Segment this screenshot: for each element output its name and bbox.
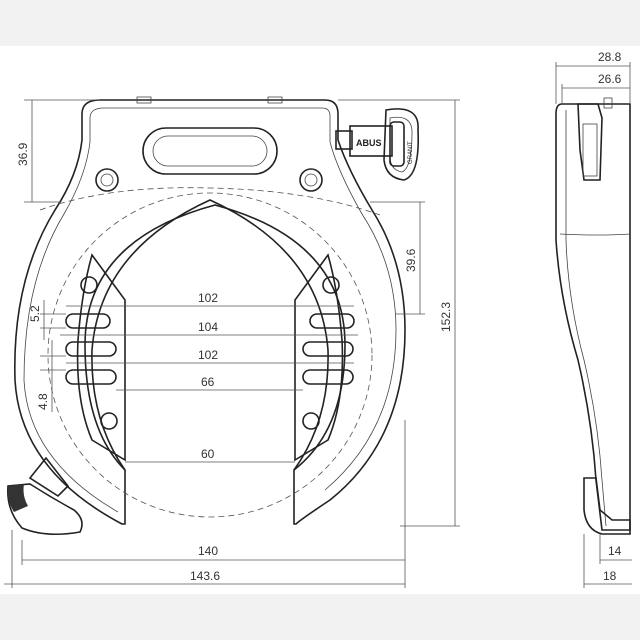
dim-label-4-8: 4.8 bbox=[36, 393, 50, 410]
dim-label-14: 14 bbox=[608, 544, 622, 558]
handle-slot bbox=[142, 127, 278, 175]
dim-label-143-6: 143.6 bbox=[190, 569, 220, 583]
mount-hole-right-inner bbox=[304, 173, 318, 187]
dimension-labels: 28.8 26.6 36.9 39.6 152.3 5.2 4.8 102 10… bbox=[16, 50, 622, 583]
front-view: ABUS GRANIT bbox=[6, 96, 420, 536]
rivet-left-bottom bbox=[100, 412, 118, 430]
slot-right-2 bbox=[302, 341, 354, 357]
slot-left-1 bbox=[65, 313, 111, 329]
dim-label-152-3: 152.3 bbox=[439, 302, 453, 332]
side-view bbox=[555, 97, 631, 535]
side-body-outline bbox=[555, 103, 631, 531]
lever-grip bbox=[7, 484, 28, 512]
slot-right-3 bbox=[302, 369, 354, 385]
cylinder-neck bbox=[335, 130, 353, 150]
side-cylinder-detail bbox=[582, 123, 598, 177]
key-grip bbox=[389, 121, 405, 167]
top-band bbox=[0, 0, 640, 46]
dim-label-5-2: 5.2 bbox=[28, 305, 42, 322]
lock-body-outline bbox=[14, 99, 406, 525]
key-head bbox=[383, 108, 420, 181]
dim-label-36-9: 36.9 bbox=[16, 142, 30, 166]
left-frame-plate bbox=[76, 253, 126, 462]
rivet-right-top bbox=[322, 276, 340, 294]
side-top-tab bbox=[603, 97, 613, 109]
dim-label-102-a: 102 bbox=[198, 291, 218, 305]
mount-hole-right bbox=[299, 168, 323, 192]
dim-label-102-b: 102 bbox=[198, 348, 218, 362]
shackle-dashed-arc-top bbox=[39, 187, 381, 216]
dim-label-60: 60 bbox=[201, 447, 215, 461]
dim-label-39-6: 39.6 bbox=[404, 248, 418, 272]
rivet-right-bottom bbox=[302, 412, 320, 430]
lock-body-inner-outline-left bbox=[23, 107, 119, 513]
right-frame-plate bbox=[294, 253, 344, 462]
dim-label-104: 104 bbox=[198, 320, 218, 334]
dim-label-140: 140 bbox=[198, 544, 218, 558]
mount-hole-left-inner bbox=[100, 173, 114, 187]
bottom-band bbox=[0, 594, 640, 640]
dimension-lines bbox=[4, 62, 632, 588]
side-inner-line bbox=[565, 110, 607, 527]
dim-label-18: 18 bbox=[603, 569, 617, 583]
side-foot bbox=[583, 477, 631, 535]
top-notch-left bbox=[136, 96, 152, 104]
dim-label-28-8: 28.8 bbox=[598, 50, 622, 64]
top-notch-right bbox=[267, 96, 283, 104]
side-seam bbox=[559, 233, 631, 236]
slot-left-2 bbox=[65, 341, 117, 357]
side-cylinder bbox=[577, 103, 603, 181]
dim-label-66: 66 bbox=[201, 375, 215, 389]
cylinder-body bbox=[349, 125, 393, 157]
lever-handle bbox=[6, 483, 83, 536]
handle-slot-inner bbox=[152, 135, 268, 167]
shackle-dashed-circle bbox=[47, 192, 373, 518]
lock-body-inner-outline bbox=[104, 107, 397, 491]
ring-opening bbox=[91, 199, 329, 471]
slot-left-3 bbox=[65, 369, 117, 385]
slot-right-1 bbox=[309, 313, 355, 329]
cylinder-logo-text: ABUS bbox=[356, 138, 382, 148]
rivet-left-top bbox=[80, 276, 98, 294]
mount-hole-left bbox=[95, 168, 119, 192]
lever-arm bbox=[28, 456, 70, 498]
key-brand-text: GRANIT bbox=[408, 141, 414, 164]
dim-label-26-6: 26.6 bbox=[598, 72, 622, 86]
